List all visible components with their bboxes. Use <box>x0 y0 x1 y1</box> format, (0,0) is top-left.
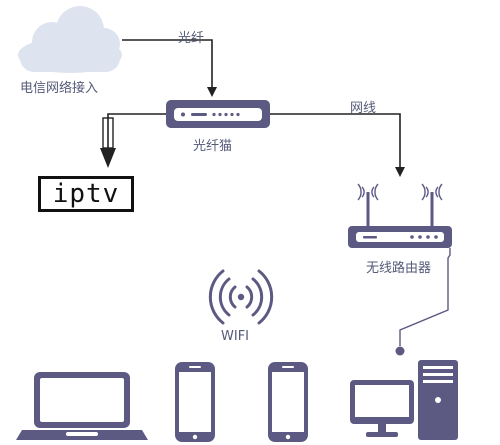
smartphone-icon <box>175 362 215 442</box>
smartphone-icon-2 <box>268 362 308 442</box>
iptv-label: iptv <box>52 179 120 209</box>
iptv-plug-icon <box>100 117 116 168</box>
fiber-line <box>122 39 217 97</box>
cable-label: 网线 <box>350 101 377 116</box>
isp-label: 电信网络接入 <box>20 81 99 96</box>
modem-icon <box>166 100 270 128</box>
wifi-icon <box>208 269 274 325</box>
fiber-label: 光纤 <box>178 31 205 46</box>
desktop-computer-icon <box>350 360 458 440</box>
iptv-line <box>107 113 166 158</box>
wifi-label: WIFI <box>221 329 249 344</box>
cloud-icon <box>18 6 122 73</box>
modem-label: 光纤猫 <box>193 139 233 154</box>
iptv-box: iptv <box>38 176 134 212</box>
router-label: 无线路由器 <box>366 261 432 276</box>
desktop-line <box>399 248 451 346</box>
laptop-icon <box>16 372 148 440</box>
cable-line <box>270 113 405 177</box>
router-icon <box>348 183 452 248</box>
port-dot-icon <box>395 346 405 356</box>
